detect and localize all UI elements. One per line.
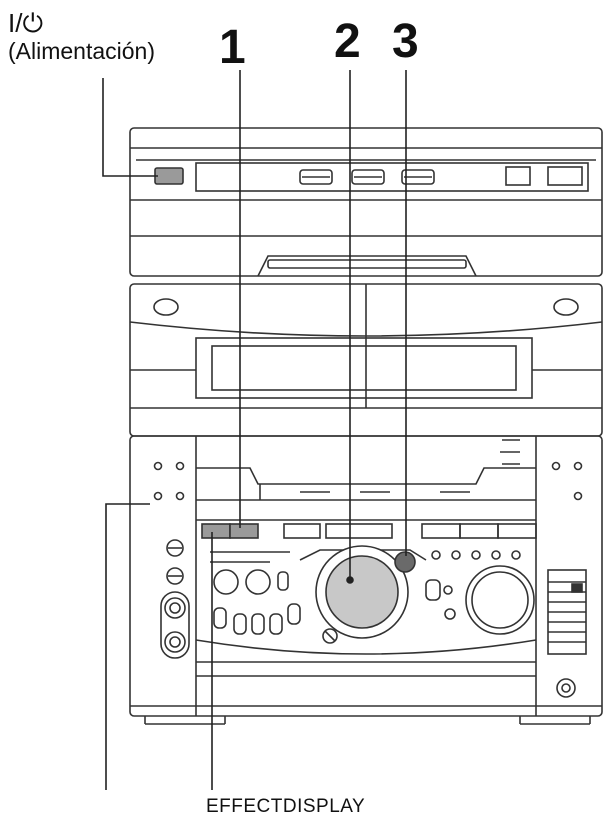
leader-power xyxy=(102,78,158,177)
callout-lines xyxy=(102,70,407,790)
power-symbol-label: I/⏻ xyxy=(8,8,44,38)
power-label: (Alimentación) xyxy=(8,38,155,64)
effect-button[interactable] xyxy=(201,523,231,539)
small-knob[interactable] xyxy=(394,551,416,573)
callout-2: 2 xyxy=(334,15,361,68)
callout-1: 1 xyxy=(219,21,246,74)
display-button[interactable] xyxy=(229,523,259,539)
main-dial-inner[interactable] xyxy=(325,555,399,629)
main-unit xyxy=(129,435,603,725)
callout-3: 3 xyxy=(392,15,419,68)
effect-display-label: EFFECTDISPLAY xyxy=(206,796,366,817)
power-button[interactable] xyxy=(154,167,184,185)
top-tray-buttons xyxy=(299,166,583,186)
leader-bottom-left xyxy=(105,503,150,790)
top-unit xyxy=(129,127,603,277)
middle-unit xyxy=(129,283,603,437)
